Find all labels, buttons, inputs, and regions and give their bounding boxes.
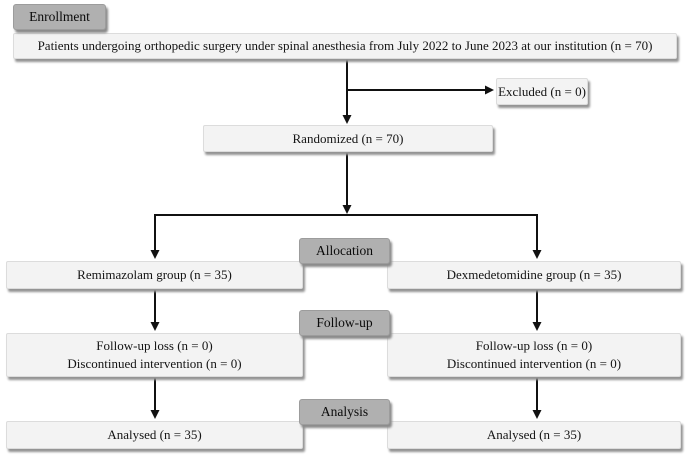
- group-box-remimazolam: Remimazolam group (n = 35): [6, 261, 303, 289]
- followup-right-line2: Discontinued intervention (n = 0): [446, 356, 622, 371]
- followup-right-lines: Follow-up loss (n = 0) Discontinued inte…: [447, 337, 621, 373]
- stage-label-analysis: Analysis: [299, 399, 390, 425]
- arrow-eligibility-to-randomized: [342, 59, 352, 124]
- followup-left-line2: Discontinued intervention (n = 0): [67, 356, 242, 371]
- eligibility-box: Patients undergoing orthopedic surgery u…: [13, 33, 677, 59]
- arrow-to-excluded: [346, 85, 494, 95]
- stage-label-enrollment: Enrollment: [13, 4, 106, 30]
- followup-left-line1: Follow-up loss (n = 0): [96, 338, 213, 353]
- arrow-split-to-group-left: [150, 214, 160, 259]
- stage-label-allocation: Allocation: [299, 238, 390, 264]
- arrow-followup-to-analysed-right: [532, 378, 542, 419]
- stage-label-followup: Follow-up: [299, 310, 390, 336]
- followup-box-right: Follow-up loss (n = 0) Discontinued inte…: [387, 333, 681, 377]
- analysed-box-left: Analysed (n = 35): [6, 421, 303, 449]
- followup-right-line1: Follow-up loss (n = 0): [475, 338, 593, 353]
- arrow-followup-to-analysed-left: [150, 378, 160, 419]
- group-box-dexmedetomidine: Dexmedetomidine group (n = 35): [387, 261, 681, 289]
- analysed-box-right: Analysed (n = 35): [387, 421, 681, 449]
- arrow-group-to-followup-right: [532, 290, 542, 331]
- randomized-box: Randomized (n = 70): [203, 125, 493, 152]
- excluded-box: Excluded (n = 0): [496, 78, 588, 105]
- arrow-split-to-group-right: [532, 214, 542, 259]
- followup-box-left: Follow-up loss (n = 0) Discontinued inte…: [6, 333, 303, 377]
- followup-left-lines: Follow-up loss (n = 0) Discontinued inte…: [67, 337, 241, 373]
- arrow-group-to-followup-left: [150, 290, 160, 331]
- arrow-randomized-to-split: [342, 153, 352, 214]
